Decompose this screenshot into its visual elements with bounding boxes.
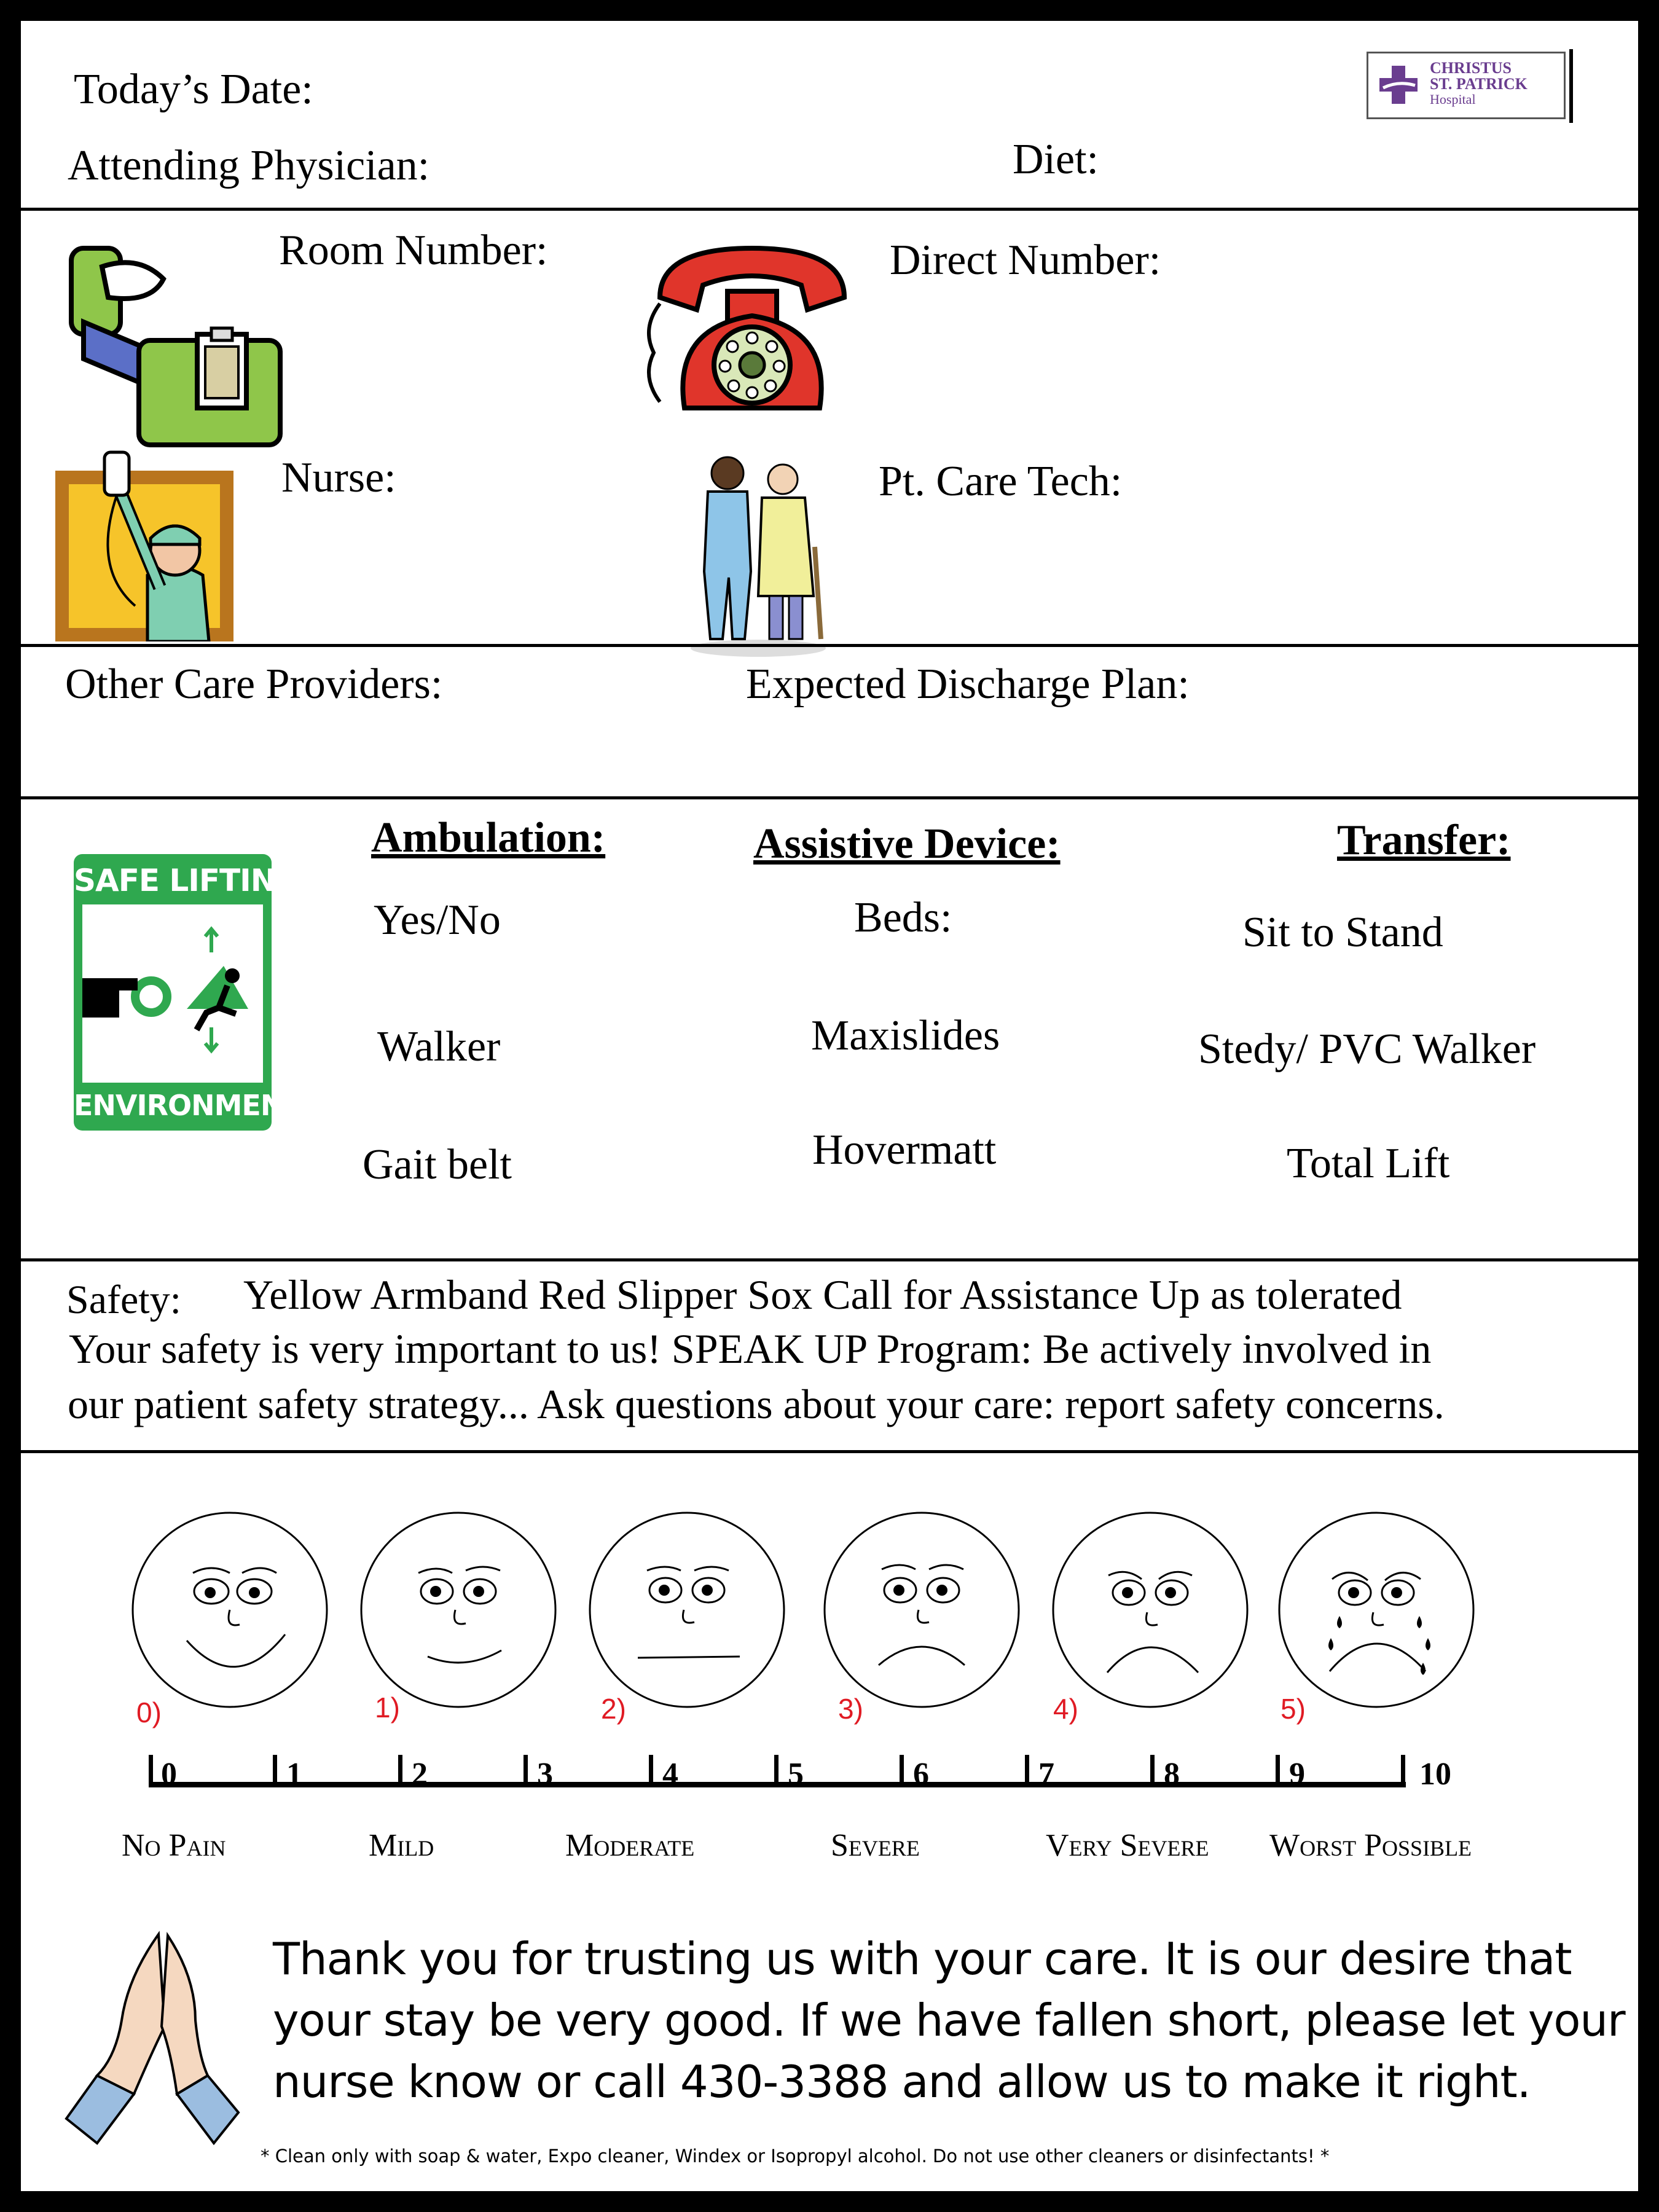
safety-line: our patient safety strategy... Ask quest… bbox=[68, 1381, 1445, 1427]
divider bbox=[21, 208, 1638, 211]
face-label: 5) bbox=[1281, 1693, 1306, 1725]
safety-label: Safety: bbox=[66, 1277, 181, 1322]
pain-scale-number: 9 bbox=[1289, 1757, 1305, 1792]
thank-you-message-line: nurse know or call 430-3388 and allow us… bbox=[273, 2056, 1531, 2108]
ambulation-option: Gait belt bbox=[363, 1141, 512, 1188]
thank-you-message-line: your stay be very good. If we have falle… bbox=[273, 1994, 1626, 2046]
logo-line-3: Hospital bbox=[1430, 92, 1476, 107]
pain-severity-label: Severe bbox=[831, 1828, 920, 1863]
face-label: 4) bbox=[1053, 1693, 1078, 1725]
pain-scale-tick bbox=[774, 1755, 779, 1787]
pain-scale-number: 3 bbox=[537, 1757, 553, 1792]
pain-scale-tick bbox=[398, 1755, 402, 1787]
direct-number-label: Direct Number: bbox=[890, 237, 1161, 284]
praying-hands-icon bbox=[65, 1931, 240, 2146]
face-worst-possible-icon bbox=[1278, 1512, 1475, 1708]
assistive-device-option: Maxislides bbox=[811, 1012, 1000, 1059]
face-mild-icon bbox=[360, 1512, 557, 1708]
transfer-heading: Transfer: bbox=[1337, 817, 1511, 864]
cross-icon bbox=[1379, 66, 1418, 104]
face-moderate-icon bbox=[589, 1512, 785, 1708]
transfer-option: Sit to Stand bbox=[1242, 909, 1443, 956]
hospital-bed-icon bbox=[69, 246, 283, 447]
pt-care-tech-label: Pt. Care Tech: bbox=[879, 458, 1123, 505]
pain-scale-number: 1 bbox=[286, 1757, 302, 1792]
ambulation-option: Yes/No bbox=[374, 896, 501, 944]
pain-scale-number: 8 bbox=[1164, 1757, 1180, 1792]
divider bbox=[21, 1450, 1638, 1453]
pain-severity-label: Moderate bbox=[565, 1828, 695, 1863]
safe-lifting-sign: SAFE LIFTING ENVIRONMENT bbox=[74, 854, 303, 1131]
assistive-device-heading: Assistive Device: bbox=[753, 820, 1061, 868]
logo-divider bbox=[1569, 49, 1573, 123]
pain-scale-number: 5 bbox=[788, 1757, 804, 1792]
face-no-pain-icon bbox=[131, 1512, 328, 1708]
face-severe-icon bbox=[823, 1512, 1020, 1708]
room-number-label: Room Number: bbox=[279, 227, 548, 274]
transfer-option: Total Lift bbox=[1287, 1140, 1450, 1187]
attending-physician-label: Attending Physician: bbox=[68, 142, 430, 189]
divider bbox=[21, 1258, 1638, 1261]
pain-severity-label: Worst Possible bbox=[1269, 1828, 1472, 1863]
pain-scale-tick bbox=[149, 1755, 153, 1787]
face-label: 1) bbox=[375, 1692, 400, 1724]
telephone-icon bbox=[647, 245, 847, 410]
pain-scale-tick bbox=[649, 1755, 653, 1787]
divider bbox=[21, 644, 1638, 647]
pain-scale-number: 6 bbox=[913, 1757, 929, 1792]
care-tech-icon bbox=[691, 456, 826, 657]
face-very-severe-icon bbox=[1052, 1512, 1249, 1708]
pain-scale-tick bbox=[1025, 1755, 1029, 1787]
safe-lifting-pictogram bbox=[82, 904, 263, 1083]
pain-scale-number: 2 bbox=[412, 1757, 428, 1792]
pain-severity-label: No Pain bbox=[122, 1828, 226, 1863]
logo-line-2: ST. PATRICK bbox=[1430, 75, 1528, 93]
pain-scale-tick bbox=[1401, 1755, 1405, 1787]
pain-scale-number: 0 bbox=[161, 1757, 177, 1792]
pain-scale-tick bbox=[1150, 1755, 1155, 1787]
assistive-device-option: Hovermatt bbox=[812, 1126, 997, 1174]
safety-items: Yellow Armband Red Slipper Sox Call for … bbox=[243, 1271, 1402, 1318]
care-board-panel: Today’s Date: Attending Physician: Diet:… bbox=[21, 21, 1638, 2191]
nurse-icon bbox=[55, 450, 233, 641]
safety-line: Your safety is very important to us! SPE… bbox=[69, 1325, 1432, 1372]
face-label: 2) bbox=[601, 1693, 626, 1725]
pain-scale-tick bbox=[1276, 1755, 1280, 1787]
assistive-device-option: Beds: bbox=[854, 894, 952, 941]
face-label: 0) bbox=[136, 1696, 162, 1728]
pain-scale-tick bbox=[900, 1755, 904, 1787]
nurse-label: Nurse: bbox=[281, 454, 396, 501]
diet-label: Diet: bbox=[1013, 136, 1099, 183]
ambulation-heading: Ambulation: bbox=[371, 814, 606, 861]
todays-date-label: Today’s Date: bbox=[74, 66, 313, 113]
face-label: 3) bbox=[838, 1693, 863, 1725]
transfer-option: Stedy/ PVC Walker bbox=[1198, 1026, 1536, 1073]
divider bbox=[21, 796, 1638, 799]
logo-line-1: CHRISTUS bbox=[1430, 59, 1512, 77]
thank-you-message-line: Thank you for trusting us with your care… bbox=[273, 1933, 1572, 1985]
sign-text-top: SAFE LIFTING bbox=[74, 863, 301, 898]
pain-scale-tick bbox=[524, 1755, 528, 1787]
pain-scale-tick bbox=[273, 1755, 277, 1787]
expected-discharge-plan-label: Expected Discharge Plan: bbox=[746, 661, 1190, 708]
pain-severity-label: Very Severe bbox=[1046, 1828, 1209, 1863]
sign-text-bottom: ENVIRONMENT bbox=[74, 1089, 303, 1122]
pain-scale-number: 10 bbox=[1419, 1757, 1451, 1792]
pain-faces bbox=[131, 1512, 1475, 1708]
ambulation-option: Walker bbox=[377, 1023, 501, 1070]
hospital-logo: CHRISTUS ST. PATRICK Hospital bbox=[1367, 52, 1566, 119]
cleaning-note: * Clean only with soap & water, Expo cle… bbox=[261, 2146, 1330, 2167]
other-care-providers-label: Other Care Providers: bbox=[65, 661, 443, 708]
pain-scale-number: 4 bbox=[662, 1757, 678, 1792]
pain-severity-label: Mild bbox=[369, 1828, 434, 1863]
pain-scale-number: 7 bbox=[1038, 1757, 1054, 1792]
